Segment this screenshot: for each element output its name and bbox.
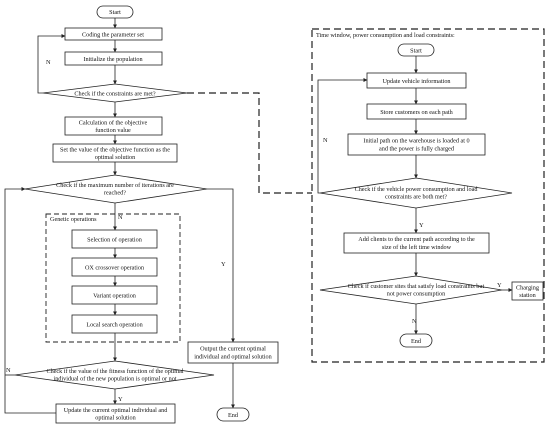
charging-station-box xyxy=(511,281,544,301)
no-label-vehicle: N xyxy=(323,137,328,144)
update-optimal-line2: optimal solution xyxy=(95,415,135,422)
right-end-terminal xyxy=(399,333,433,348)
right-flowchart: Time window, power consumption and load … xyxy=(311,28,545,363)
calc-objective-box xyxy=(64,116,163,136)
check-vehicle-line2: constraints are both met? xyxy=(385,194,447,201)
yes-label-iterations: Y xyxy=(221,261,226,268)
charging-station-line1: Charging xyxy=(516,285,539,292)
local-search-box xyxy=(71,314,158,334)
store-customers-box xyxy=(366,103,467,120)
yes-label-sites: Y xyxy=(497,282,502,289)
check-iterations-line2: reached? xyxy=(104,190,126,197)
constraint-detail-connector xyxy=(187,92,312,194)
local-search-text: Local search operation xyxy=(86,322,142,329)
check-iterations-line1: Check if the maximum number of iteration… xyxy=(56,182,174,189)
check-fitness-line1: Check if the value of the fitness functi… xyxy=(46,368,183,375)
check-constraints-text: Check if the constraints are met? xyxy=(74,91,156,98)
set-value-line1: Set the value of the objective function … xyxy=(60,147,170,154)
calc-objective-line1: Calculation of the objective xyxy=(79,120,148,127)
charging-station-line2: station xyxy=(519,292,536,299)
left-end-terminal xyxy=(216,407,250,422)
set-value-line2: optimal solution xyxy=(95,154,135,161)
no-label-constraints: N xyxy=(46,59,51,66)
constraints-panel xyxy=(311,28,545,363)
coding-parameter-text: Coding the parameter set xyxy=(82,32,144,39)
selection-operation-box xyxy=(71,229,158,249)
calc-objective-line2: function value xyxy=(95,127,131,134)
genetic-operations-title: Genetic operations xyxy=(50,216,97,223)
variant-operation-text: Variant operation xyxy=(93,293,136,300)
no-label-sites: N xyxy=(412,318,417,325)
right-start-text: Start xyxy=(410,48,422,55)
store-customers-text: Store customers on each path xyxy=(380,109,453,116)
yes-label-fitness: Y xyxy=(118,396,123,403)
add-clients-line2: size of the left time window xyxy=(382,244,452,251)
check-fitness-line2: individual of the new population is opti… xyxy=(53,376,176,383)
add-clients-line1: Add clients to the current path accordin… xyxy=(358,236,475,243)
initial-path-box xyxy=(347,133,486,156)
left-end-text: End xyxy=(228,412,239,419)
initialize-population-box xyxy=(64,51,163,66)
left-flowchart: Start Coding the parameter set Initializ… xyxy=(4,5,279,424)
genetic-operations-group xyxy=(45,213,181,343)
right-end-text: End xyxy=(411,338,422,345)
check-sites-line2: not power consumption xyxy=(387,291,445,298)
ox-crossover-box xyxy=(71,257,158,277)
initial-path-line2: and the power is fully charged xyxy=(379,146,455,153)
update-vehicle-text: Update vehicle information xyxy=(382,78,450,85)
left-start-text: Start xyxy=(109,9,121,16)
ox-crossover-text: OX crossover operation xyxy=(85,265,144,272)
variant-operation-box xyxy=(71,285,158,305)
output-optimal-line2: individual and optimal solution xyxy=(194,354,272,361)
update-optimal-line1: Update the current optimal individual an… xyxy=(64,407,169,414)
no-label-iterations: N xyxy=(118,214,123,221)
initial-path-line1: Initial path on the warehouse is loaded … xyxy=(363,138,469,145)
add-clients-box xyxy=(343,232,490,254)
no-label-fitness: N xyxy=(6,367,11,374)
yes-label-vehicle: Y xyxy=(419,222,424,229)
update-optimal-box xyxy=(55,403,176,424)
check-vehicle-line1: Check if the vehicle power consumption a… xyxy=(355,186,479,193)
selection-operation-text: Selection of operation xyxy=(87,237,142,244)
check-sites-line1: Check if customer sites that satisfy loa… xyxy=(348,283,485,290)
initialize-population-text: Initialize the population xyxy=(83,56,142,63)
output-optimal-line1: Output the current optimal xyxy=(200,346,266,353)
constraints-panel-title: Time window, power consumption and load … xyxy=(316,32,455,39)
